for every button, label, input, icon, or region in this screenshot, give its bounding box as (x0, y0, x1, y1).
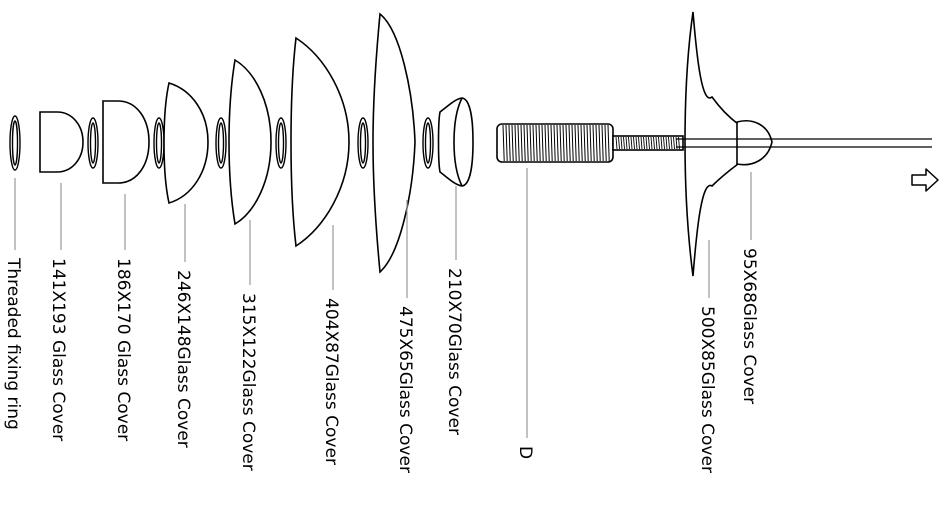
part-d-threaded-tube (496, 123, 684, 163)
outline-right-arrow-icon (911, 168, 939, 192)
cover-95x68 (736, 120, 773, 166)
leader-lines (14, 168, 752, 438)
cover-404x87 (290, 36, 350, 248)
fixing-ring-6 (357, 117, 369, 169)
label-95x68: 95X68Glass Cover (739, 248, 759, 404)
labels: Threaded fixing ring 141X193 Glass Cover… (3, 248, 759, 473)
fixing-ring-2 (87, 117, 99, 169)
label-475x65: 475X65Glass Cover (395, 306, 415, 473)
label-210x70: 210X70Glass Cover (444, 268, 464, 435)
center-shaft (676, 138, 932, 148)
label-part-d: D (515, 446, 535, 459)
label-404x87: 404X87Glass Cover (321, 298, 341, 465)
fixing-ring-4 (215, 117, 227, 169)
cover-315x122 (228, 58, 272, 226)
fixing-ring-5 (275, 117, 287, 169)
cover-210x70 (437, 97, 474, 187)
cover-246x148 (163, 81, 209, 205)
label-315x122: 315X122Glass Cover (238, 293, 258, 471)
cover-500x85 (684, 11, 739, 277)
label-246x148: 246X148Glass Cover (173, 270, 193, 448)
label-186x170: 186X170 Glass Cover (113, 258, 133, 441)
fixing-ring-7 (422, 117, 434, 169)
threaded-fixing-ring (9, 115, 21, 171)
cover-186x170 (102, 100, 150, 184)
label-500x85: 500X85Glass Cover (697, 306, 717, 473)
label-threaded-fixing-ring: Threaded fixing ring (3, 257, 23, 430)
label-141x193: 141X193 Glass Cover (48, 258, 68, 441)
cover-475x65 (372, 12, 416, 274)
cover-141x193 (39, 111, 84, 173)
fixing-ring-3 (153, 117, 165, 169)
